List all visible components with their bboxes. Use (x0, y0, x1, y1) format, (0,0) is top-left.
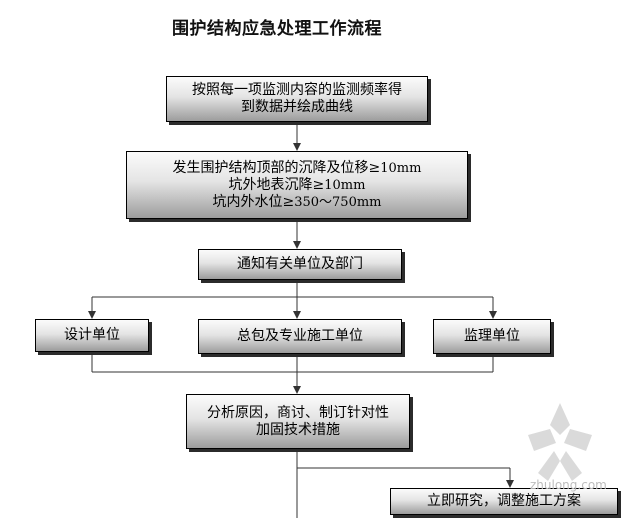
supervision-unit-box: 监理单位 (433, 319, 551, 354)
contractor-box: 总包及专业施工单位 (198, 319, 402, 354)
analysis-box: 分析原因，商讨、制订针对性 加固技术措施 (186, 394, 410, 449)
monitor-box: 按照每一项监测内容的监测频率得 到数据并绘成曲线 (166, 76, 428, 122)
notify-box: 通知有关单位及部门 (198, 249, 402, 280)
notify-label: 通知有关单位及部门 (237, 256, 363, 272)
research-box: 立即研究，调整施工方案 (390, 488, 618, 515)
contractor-label: 总包及专业施工单位 (237, 328, 363, 344)
design-unit-label: 设计单位 (64, 327, 120, 343)
threshold-line-1: 发生围护结构顶部的沉降及位移≥10mm (172, 159, 422, 176)
monitor-line-1: 按照每一项监测内容的监测频率得 (192, 82, 402, 98)
design-unit-box: 设计单位 (35, 319, 149, 352)
research-label: 立即研究，调整施工方案 (427, 493, 581, 509)
watermark-logo-icon (528, 403, 592, 481)
thresholds-box: 发生围护结构顶部的沉降及位移≥10mm 坑外地表沉降≥10mm 坑内外水位≥35… (126, 151, 468, 219)
threshold-line-2: 坑外地表沉降≥10mm (228, 176, 366, 193)
watermark-text: zhulong.com (530, 478, 607, 492)
supervision-unit-label: 监理单位 (464, 328, 520, 344)
page-title: 围护结构应急处理工作流程 (172, 19, 382, 39)
analysis-line-1: 分析原因，商讨、制订针对性 (207, 404, 389, 421)
analysis-line-2: 加固技术措施 (256, 421, 340, 438)
monitor-line-2: 到数据并绘成曲线 (241, 99, 353, 115)
threshold-line-3: 坑内外水位≥350～750mm (212, 193, 382, 210)
